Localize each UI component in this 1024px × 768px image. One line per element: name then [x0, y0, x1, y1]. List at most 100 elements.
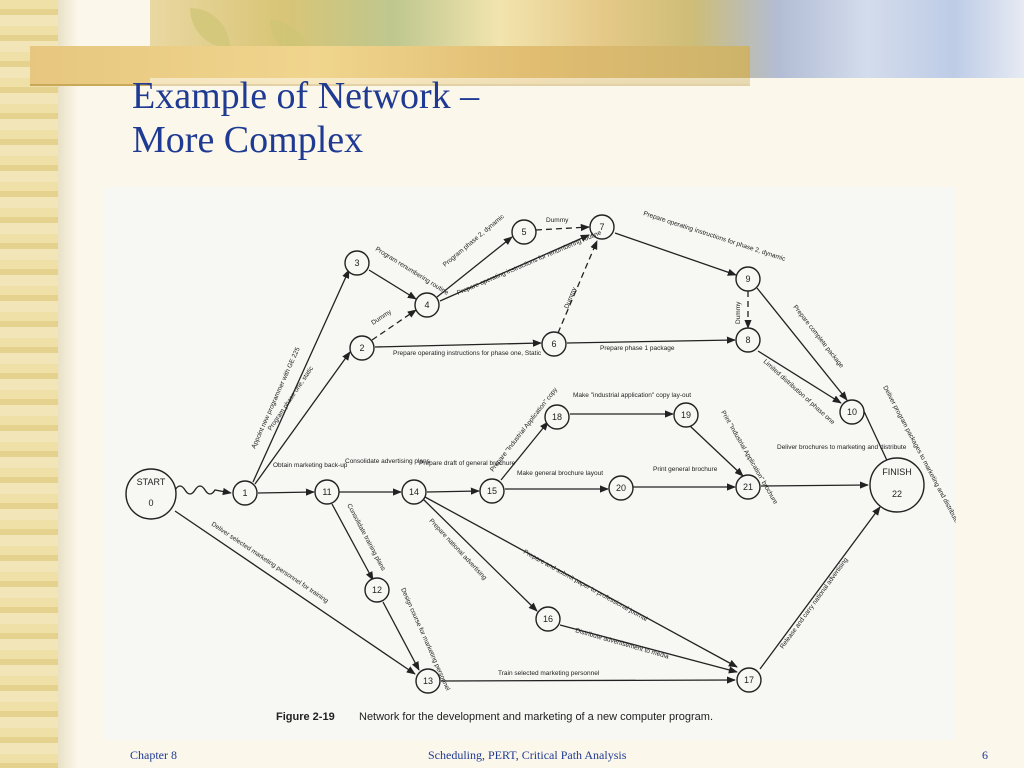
finish-label: FINISH [882, 467, 912, 477]
node-6 [541, 331, 567, 357]
edge-12-13 [382, 601, 420, 671]
edge-1-2 [254, 351, 351, 485]
title-line-2: More Complex [132, 119, 364, 161]
node-7 [589, 214, 615, 240]
edge-3-4 [368, 269, 417, 300]
activity-label: Print general brochure [653, 466, 718, 473]
activity-label: Deliver selected marketing personnel for… [210, 521, 330, 605]
activity-label: Program renumbering routine [374, 246, 450, 297]
parchment-sidebar [0, 0, 59, 768]
node-label-11: 11 [322, 487, 331, 497]
node-8 [735, 327, 761, 353]
activity-label: Prepare complete package [791, 304, 845, 370]
edge-15-18 [500, 421, 549, 481]
figure-caption-text: Network for the development and marketin… [359, 711, 713, 723]
node-17 [736, 667, 762, 693]
figure-caption-prefix: Figure 2-19 [276, 711, 335, 723]
edge-4-5 [436, 236, 513, 298]
activity-label: Make general brochure layout [517, 470, 603, 477]
node-11 [314, 479, 340, 505]
node-2 [349, 335, 375, 361]
node-label-14: 14 [409, 487, 419, 497]
activity-label: Release and carry national advertising [779, 556, 850, 650]
node-14 [401, 479, 427, 505]
start-label: START [137, 477, 166, 487]
edge-8-10 [757, 350, 842, 404]
network-figure: START 0 1 2 3 4 5 6 7 8 9 10 11 12 13 14… [103, 187, 960, 740]
edge-14-16 [422, 498, 538, 612]
activity-label: Consolidate advertising plans [345, 458, 431, 465]
edge-9-10 [756, 287, 848, 401]
node-label-15: 15 [487, 486, 497, 496]
activity-label: Consolidate training plans [345, 503, 387, 573]
node-10 [839, 399, 865, 425]
node-label-6: 6 [551, 339, 556, 349]
node-16 [535, 606, 561, 632]
node-label-19: 19 [681, 410, 691, 420]
banner-fade [150, 78, 1024, 138]
edge-10-22 [861, 406, 892, 470]
activity-label: Dummy [546, 217, 569, 224]
activity-label: Make "industrial application" copy lay-o… [573, 392, 691, 399]
node-label-9: 9 [745, 274, 750, 284]
node-20 [608, 475, 634, 501]
footer-page-number: 6 [982, 748, 988, 762]
node-3 [344, 250, 370, 276]
node-label-8: 8 [745, 335, 750, 345]
activity-label: Prepare "Industrial Application" copy [489, 386, 559, 473]
edge-16-17 [559, 624, 738, 674]
activity-label: Dummy [563, 286, 578, 310]
sidebar-shade [58, 0, 78, 768]
node-label-7: 7 [599, 222, 604, 232]
slide-title: Example of Network – More Complex [132, 74, 479, 162]
node-22 [869, 457, 925, 513]
node-label-5: 5 [521, 227, 526, 237]
activity-label: Distribute advertisement to media [574, 627, 669, 661]
node-label-2: 2 [359, 343, 364, 353]
edge-0-1 [174, 485, 232, 496]
activity-label: Dummy [370, 308, 393, 326]
node-label-1: 1 [242, 488, 247, 498]
edge-14-17 [424, 496, 738, 668]
edge-19-21 [689, 425, 744, 477]
activity-label: Train selected marketing personnel [498, 670, 600, 677]
node-label-20: 20 [616, 483, 626, 493]
node-label-12: 12 [372, 585, 382, 595]
node-label-13: 13 [423, 676, 433, 686]
node-label-4: 4 [424, 300, 429, 310]
edge-21-22 [760, 481, 869, 489]
node-4 [414, 292, 440, 318]
activity-label: Prepare draft of general brochure [419, 460, 515, 467]
node-label-3: 3 [354, 258, 359, 268]
node-12 [364, 577, 390, 603]
edge-0-13 [174, 510, 416, 675]
node-label-18: 18 [552, 412, 562, 422]
edge-2-6 [374, 339, 542, 348]
activity-label: Obtain marketing back-up [273, 462, 348, 469]
node-0 [125, 468, 177, 520]
node-label-16: 16 [543, 614, 553, 624]
edge-14-15 [426, 487, 480, 495]
node-label-10: 10 [847, 407, 857, 417]
leaf-decoration [190, 8, 230, 48]
edge-17-22 [759, 506, 881, 670]
footer-title: Scheduling, PERT, Critical Path Analysis [428, 748, 627, 762]
edge-6-7 [557, 240, 598, 334]
footer-chapter: Chapter 8 [130, 748, 177, 762]
edge-5-7 [535, 223, 590, 232]
edge-11-12 [331, 503, 374, 581]
node-label-22: 22 [892, 489, 902, 499]
activity-label: Prepare operating instructions for phase… [393, 350, 542, 357]
node-21 [735, 474, 761, 500]
node-1 [232, 480, 258, 506]
edge-1-11 [257, 488, 315, 496]
edge-13-17 [440, 676, 736, 684]
title-line-1: Example of Network – [132, 75, 480, 117]
network-diagram: START 0 1 2 3 4 5 6 7 8 9 10 11 12 13 14… [125, 210, 960, 723]
node-13 [415, 668, 441, 694]
node-15 [479, 478, 505, 504]
edge-4-7 [439, 234, 590, 302]
edge-7-9 [614, 232, 737, 276]
node-9 [735, 266, 761, 292]
activity-label: Program phase 2, dynamic [442, 213, 507, 269]
